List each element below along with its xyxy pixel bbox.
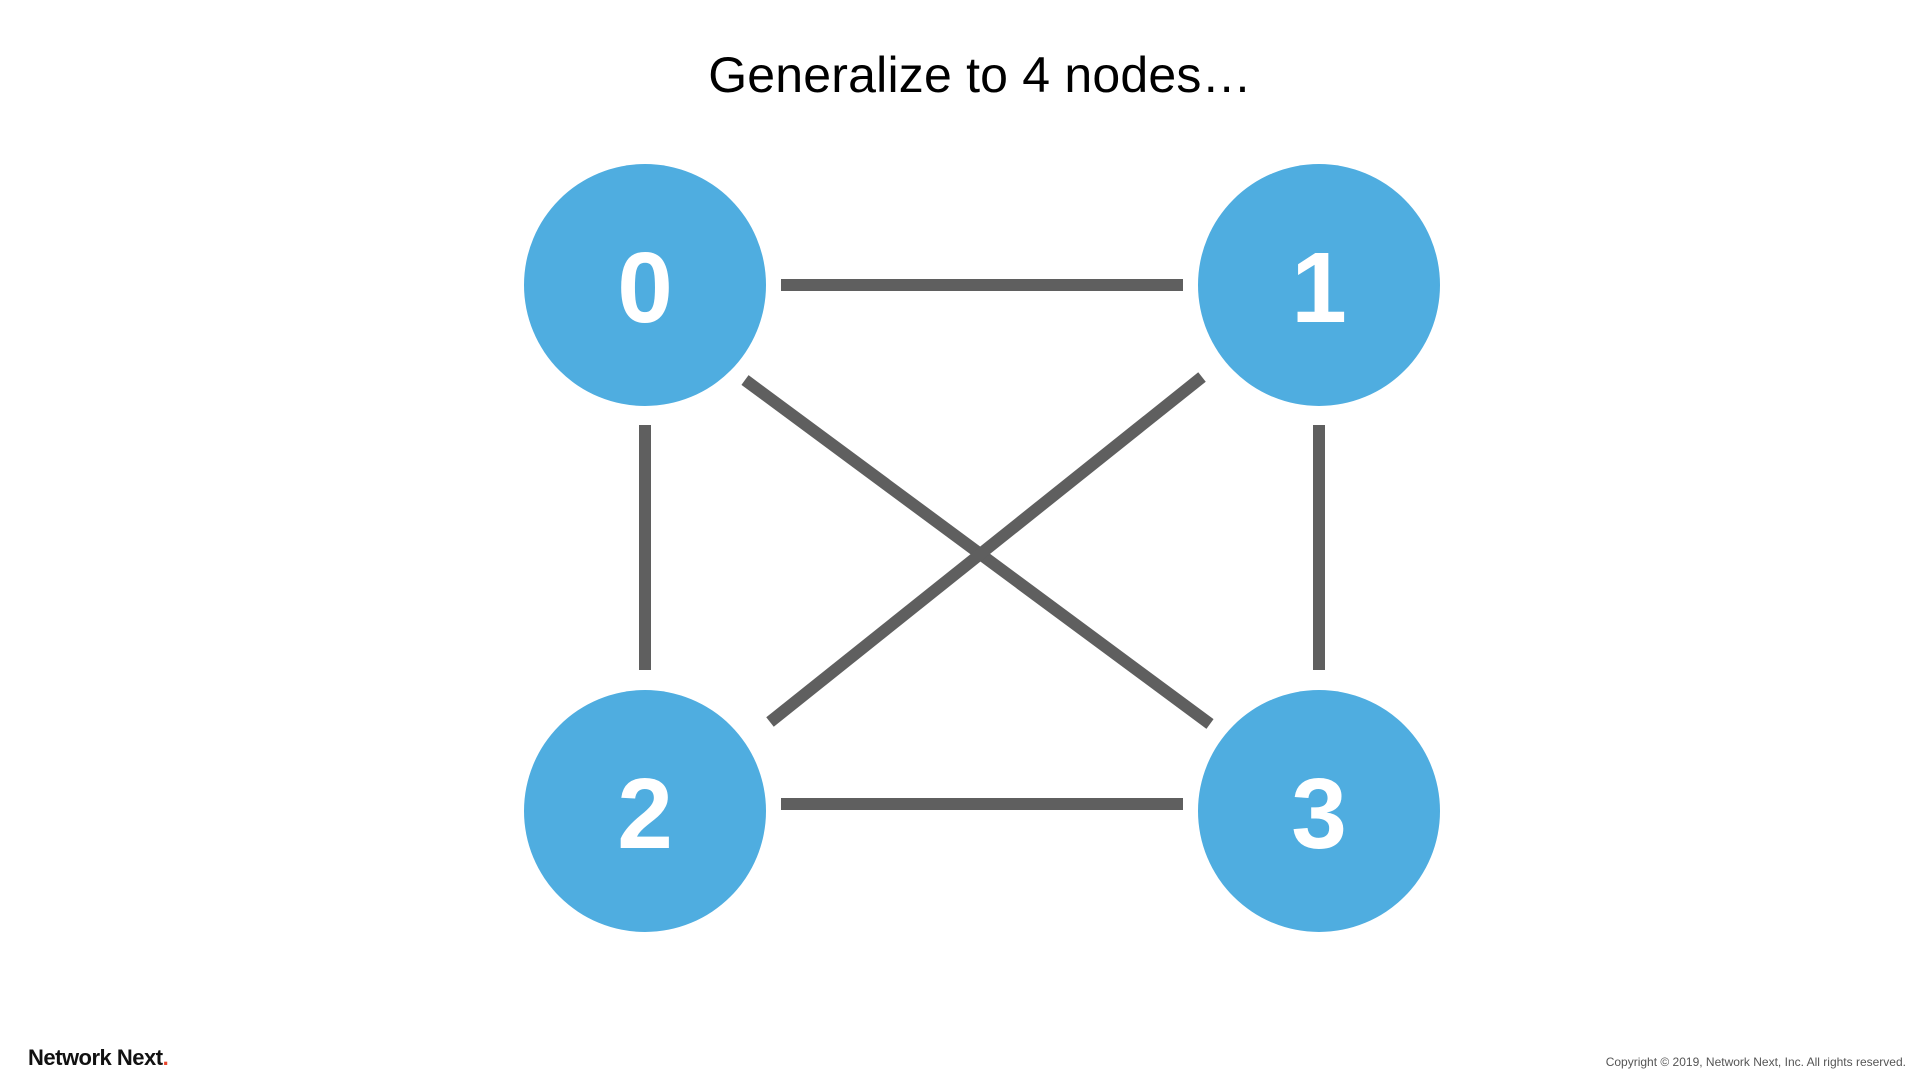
- node-3: 3: [1198, 690, 1440, 932]
- edge-1-2: [766, 372, 1206, 727]
- node-0-circle: [524, 164, 766, 406]
- node-2-label: 2: [617, 758, 673, 870]
- node-3-circle: [1198, 690, 1440, 932]
- node-2: 2: [524, 690, 766, 932]
- network-next-logo: Network Next.: [28, 1045, 169, 1071]
- node-1: 1: [1198, 164, 1440, 406]
- node-3-label: 3: [1291, 758, 1347, 870]
- brand-dot: .: [162, 1045, 169, 1070]
- node-1-circle: [1198, 164, 1440, 406]
- copyright-notice: Copyright © 2019, Network Next, Inc. All…: [1605, 1055, 1906, 1069]
- node-2-circle: [524, 690, 766, 932]
- brand-name: Network Next: [28, 1045, 163, 1070]
- slide-title: Generalize to 4 nodes…: [708, 47, 1252, 103]
- node-1-label: 1: [1291, 232, 1347, 344]
- node-0-label: 0: [617, 232, 673, 344]
- node-0: 0: [524, 164, 766, 406]
